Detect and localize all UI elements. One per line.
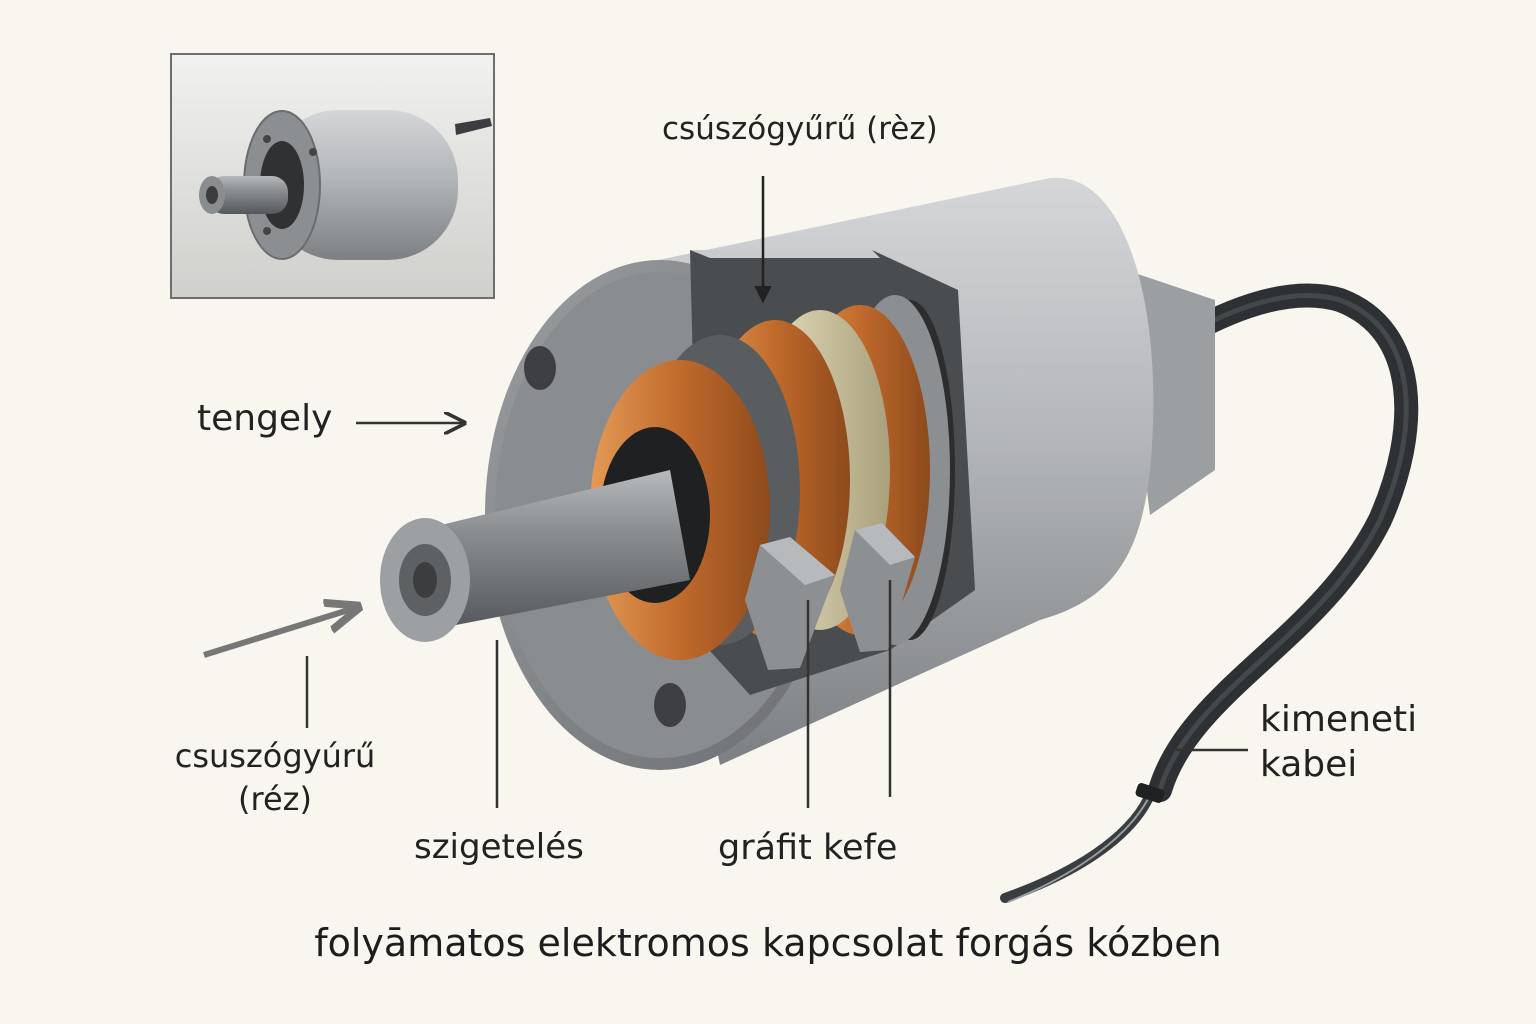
mounting-hole-icon — [524, 346, 686, 727]
shaft — [380, 470, 690, 642]
label-output-cable: kimeneti kabei — [1260, 697, 1417, 787]
label-graphite-brush: gráfit kefe — [718, 828, 898, 868]
label-insulation: szigetelés — [414, 827, 584, 867]
label-shaft: tengely — [197, 398, 333, 439]
label-output-cable-line2: kabei — [1260, 744, 1358, 785]
label-output-cable-line1: kimeneti — [1260, 699, 1418, 740]
label-slip-ring-left: csuszógyúrű (réz) — [170, 735, 380, 821]
pointer-rotation — [203, 608, 355, 658]
graphite-brushes — [745, 523, 915, 670]
pointer-lines — [203, 176, 1248, 808]
label-slip-ring-left-line2: (réz) — [238, 780, 312, 819]
inset-photo — [170, 53, 495, 299]
label-slip-ring-top: csúszógyűrű (rèz) — [662, 111, 938, 147]
diagram-caption: folyāmatos elektromos kapcsolat forgás k… — [314, 921, 1222, 965]
label-slip-ring-left-line1: csuszógyúrű — [174, 737, 376, 775]
slip-ring-overview-icon — [199, 110, 492, 260]
output-cable — [1000, 283, 1419, 903]
